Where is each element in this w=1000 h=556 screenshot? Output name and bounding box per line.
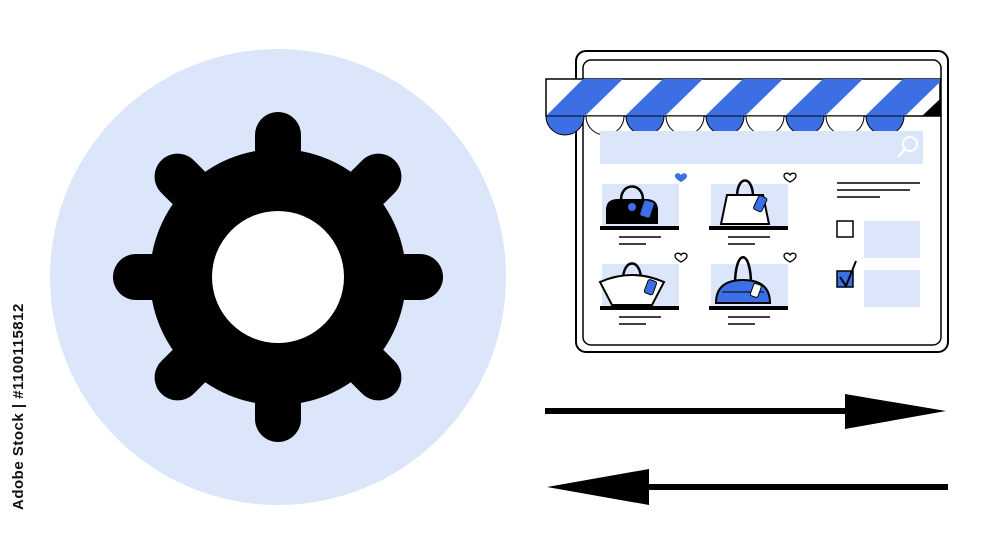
product-card[interactable] xyxy=(709,252,797,325)
filter-option-box xyxy=(864,270,920,307)
basket-bag-icon xyxy=(598,262,666,306)
filter-checkbox-checked[interactable] xyxy=(836,260,857,289)
gear-icon[interactable] xyxy=(113,112,443,442)
heart-filled-icon[interactable] xyxy=(675,173,687,182)
store-search-bar[interactable] xyxy=(600,131,923,164)
arrow-right-icon xyxy=(545,394,946,429)
search-icon[interactable] xyxy=(897,136,918,158)
filter-panel xyxy=(836,182,920,307)
arrow-left-icon xyxy=(547,469,948,505)
heart-outline-icon[interactable] xyxy=(674,252,688,263)
filter-option-box xyxy=(864,221,920,258)
stock-id-label: Adobe Stock | #1100115812 xyxy=(10,303,27,510)
checkmark-icon xyxy=(839,260,857,289)
store-awning xyxy=(545,78,941,136)
product-card[interactable] xyxy=(600,173,687,245)
heart-outline-icon[interactable] xyxy=(783,252,797,263)
product-card[interactable] xyxy=(709,172,797,245)
dome-bag-icon xyxy=(714,256,772,304)
handbag-icon xyxy=(606,185,658,224)
product-card[interactable] xyxy=(598,252,688,325)
tote-bag-icon xyxy=(719,179,771,225)
heart-outline-icon[interactable] xyxy=(783,172,797,183)
filter-checkbox-unchecked[interactable] xyxy=(836,220,854,238)
